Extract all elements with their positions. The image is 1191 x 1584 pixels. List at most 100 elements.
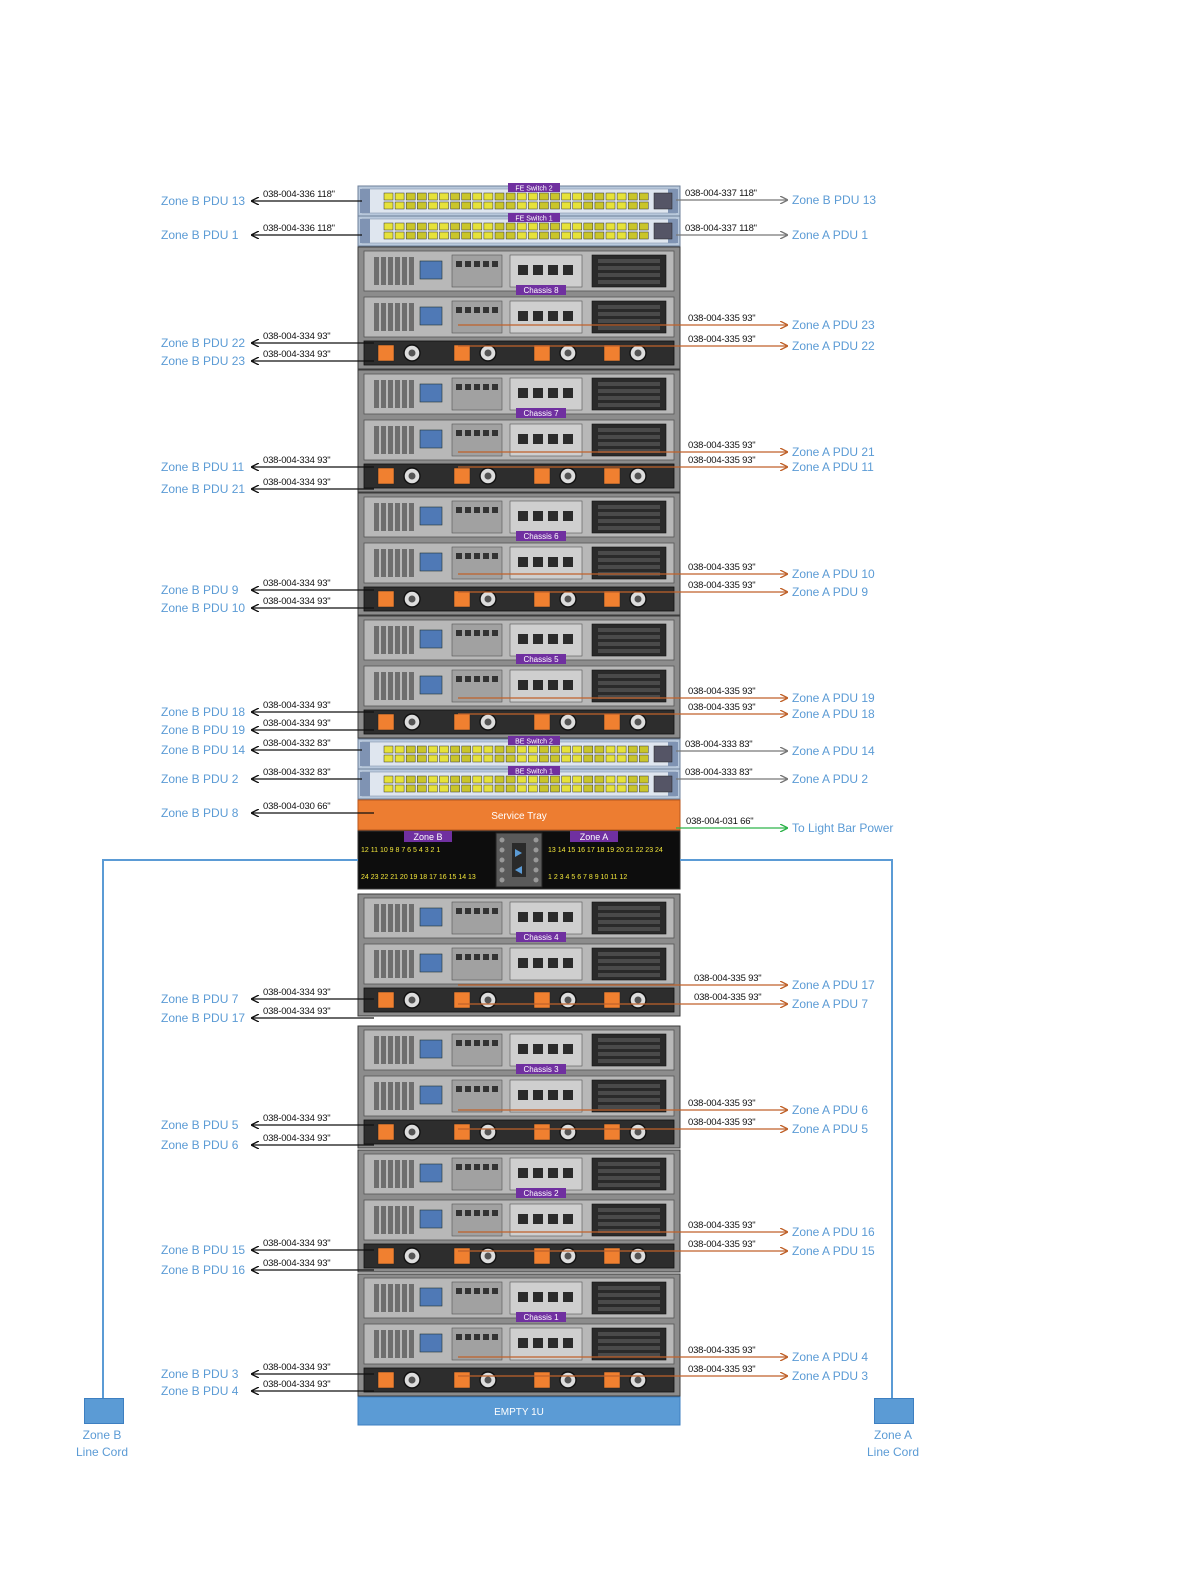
right-zone-label: Zone A PDU 22 [792,339,875,353]
left-part-label: 038-004-334 93" [263,1238,331,1249]
chassis-upper-4: Chassis 5 [357,615,681,739]
right-zone-label: Zone A PDU 23 [792,318,875,332]
right-part-label: 038-004-335 93" [688,1364,756,1375]
left-part-label: 038-004-334 93" [263,718,331,729]
left-part-label: 038-004-332 83" [263,738,331,749]
zone-a-line-cord-box [874,1398,914,1424]
right-part-label: 038-004-333 83" [685,767,753,778]
right-part-label: 038-004-335 93" [688,1345,756,1356]
right-zone-label: Zone A PDU 14 [792,744,875,758]
left-part-label: 038-004-334 93" [263,349,331,360]
right-zone-label: Zone A PDU 9 [792,585,869,599]
service-tray: Service Tray [357,799,681,831]
right-zone-label: Zone A PDU 18 [792,707,875,721]
left-zone-label: Zone B PDU 15 [161,1243,246,1257]
right-zone-label: Zone A PDU 19 [792,691,875,705]
chassis-upper-4-label: Chassis 5 [523,655,559,664]
left-part-label: 038-004-334 93" [263,700,331,711]
left-part-label: 038-004-334 93" [263,455,331,466]
chassis-upper-3: Chassis 6 [357,492,681,616]
be-switch-2: BE Switch 2 [357,736,681,770]
pdu-zone-b-bottom-ports: 24 23 22 21 20 19 18 17 16 15 14 13 [361,874,476,881]
chassis-lower-3-label: Chassis 2 [523,1189,559,1198]
left-zone-label: Zone B PDU 14 [161,743,246,757]
chassis-upper-1-label: Chassis 8 [523,286,559,295]
right-part-label: 038-004-335 93" [688,1239,756,1250]
right-part-label: 038-004-335 93" [694,973,762,984]
right-zone-label: Zone A PDU 2 [792,772,869,786]
left-part-label: 038-004-334 93" [263,1006,331,1017]
right-zone-label: Zone A PDU 1 [792,228,869,242]
left-part-label: 038-004-334 93" [263,1362,331,1373]
left-part-label: 038-004-332 83" [263,767,331,778]
pdu-zone-a-bottom-ports: 1 2 3 4 5 6 7 8 9 10 11 12 [548,874,627,881]
right-part-label: 038-004-335 93" [688,1098,756,1109]
connections-left [252,201,374,1391]
chassis-upper-1: Chassis 8 [357,246,681,370]
be-switch-1: BE Switch 1 [357,766,681,800]
zone-b-line-cord-line1: Zone B [82,1428,122,1442]
right-part-label: 038-004-335 93" [688,1220,756,1231]
be-switch-2-label: BE Switch 2 [515,739,553,746]
fe-switch-2: FE Switch 2 [357,183,681,217]
left-part-label: 038-004-334 93" [263,578,331,589]
right-zone-label: Zone A PDU 16 [792,1225,875,1239]
line-cords [102,859,893,1398]
chassis-lower-2-label: Chassis 3 [523,1065,559,1074]
right-zone-label: Zone A PDU 6 [792,1103,869,1117]
fe-switch-1-label: FE Switch 1 [515,216,552,223]
right-part-label: 038-004-335 93" [688,1117,756,1128]
right-zone-label: Zone A PDU 15 [792,1244,875,1258]
right-part-label: 038-004-335 93" [688,440,756,451]
service-tray-label: Service Tray [491,811,547,822]
zone-a-line-cord-line2: Line Cord [866,1445,920,1459]
right-part-label: 038-004-335 93" [688,686,756,697]
left-part-label: 038-004-334 93" [263,477,331,488]
left-zone-label: Zone B PDU 22 [161,336,246,350]
right-zone-label: Zone A PDU 10 [792,567,875,581]
left-part-label: 038-004-334 93" [263,331,331,342]
left-zone-label: Zone B PDU 11 [161,460,245,474]
left-part-label: 038-004-334 93" [263,596,331,607]
left-zone-label: Zone B PDU 9 [161,583,239,597]
chassis-lower-1: Chassis 4 [357,893,681,1017]
fe-switch-2-label: FE Switch 2 [515,186,552,193]
left-zone-label: Zone B PDU 4 [161,1384,239,1398]
left-zone-label: Zone B PDU 8 [161,806,239,820]
right-zone-label: Zone A PDU 21 [792,445,875,459]
left-zone-label: Zone B PDU 16 [161,1263,246,1277]
left-part-label: 038-004-334 93" [263,1379,331,1390]
right-part-label: 038-004-333 83" [685,739,753,750]
right-zone-label: Zone A PDU 11 [792,460,874,474]
pdu-zone-b-top-ports: 12 11 10 9 8 7 6 5 4 3 2 1 [361,847,440,854]
right-zone-label: Zone A PDU 7 [792,997,869,1011]
left-zone-label: Zone B PDU 7 [161,992,239,1006]
left-part-label: 038-004-336 118" [263,223,335,234]
left-zone-label: Zone B PDU 6 [161,1138,239,1152]
left-zone-label: Zone B PDU 1 [161,228,239,242]
left-zone-label: Zone B PDU 13 [161,194,246,208]
right-zone-label: Zone A PDU 17 [792,978,875,992]
right-zone-label: Zone A PDU 5 [792,1122,869,1136]
right-part-label: 038-004-335 93" [688,313,756,324]
connections-right [458,200,787,1376]
right-zone-label: Zone B PDU 13 [792,193,877,207]
left-zone-label: Zone B PDU 19 [161,723,246,737]
right-part-label: 038-004-337 118" [685,188,757,199]
chassis-upper-3-label: Chassis 6 [523,532,559,541]
right-part-label: 038-004-031 66" [686,816,754,827]
left-part-label: 038-004-334 93" [263,1258,331,1269]
fe-switch-1: FE Switch 1 [357,213,681,247]
left-zone-label: Zone B PDU 18 [161,705,246,719]
zone-b-line-cord-label: Zone B Line Cord [62,1427,142,1461]
pdu-zone-a-top-ports: 13 14 15 16 17 18 19 20 21 22 23 24 [548,847,663,854]
right-zone-label: Zone A PDU 4 [792,1350,869,1364]
left-part-label: 038-004-334 93" [263,1113,331,1124]
left-zone-label: Zone B PDU 23 [161,354,246,368]
chassis-lower-1-label: Chassis 4 [523,933,559,942]
chassis-lower-2: Chassis 3 [357,1025,681,1149]
chassis-lower-4-label: Chassis 1 [523,1313,559,1322]
right-part-label: 038-004-335 93" [688,334,756,345]
